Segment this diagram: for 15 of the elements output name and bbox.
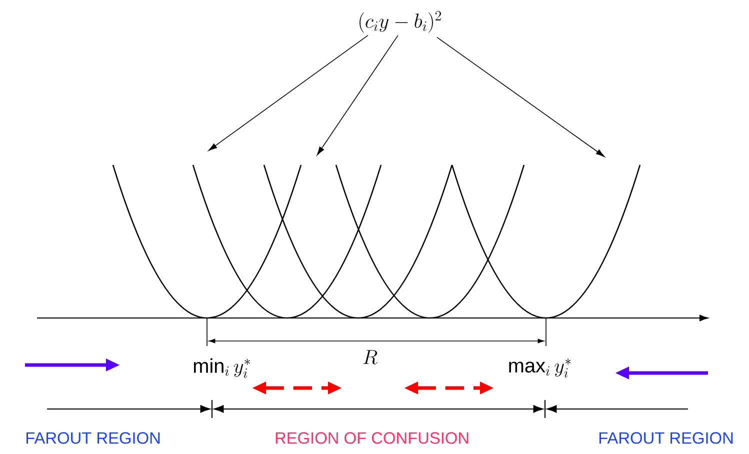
- region-label: FAROUT REGION: [26, 432, 160, 444]
- region-label: FAROUT REGION: [599, 432, 733, 444]
- parabola-curve: [263, 164, 453, 319]
- formula-label: $(c_i y - b_i)^2$: [360, 10, 441, 33]
- parabola-curve: [335, 164, 525, 319]
- math-label: $\min_i y_i^*$: [194, 358, 250, 378]
- math-label: $R$: [363, 350, 378, 364]
- math-label: $\max_i y_i^*$: [509, 358, 571, 378]
- parabola-curve: [112, 164, 302, 319]
- parabola-curve: [192, 164, 382, 319]
- parabola-curve: [451, 164, 641, 319]
- arrow: [208, 34, 368, 151]
- arrow: [436, 36, 605, 157]
- region-label: REGION OF CONFUSION: [276, 432, 468, 444]
- arrow: [316, 34, 398, 156]
